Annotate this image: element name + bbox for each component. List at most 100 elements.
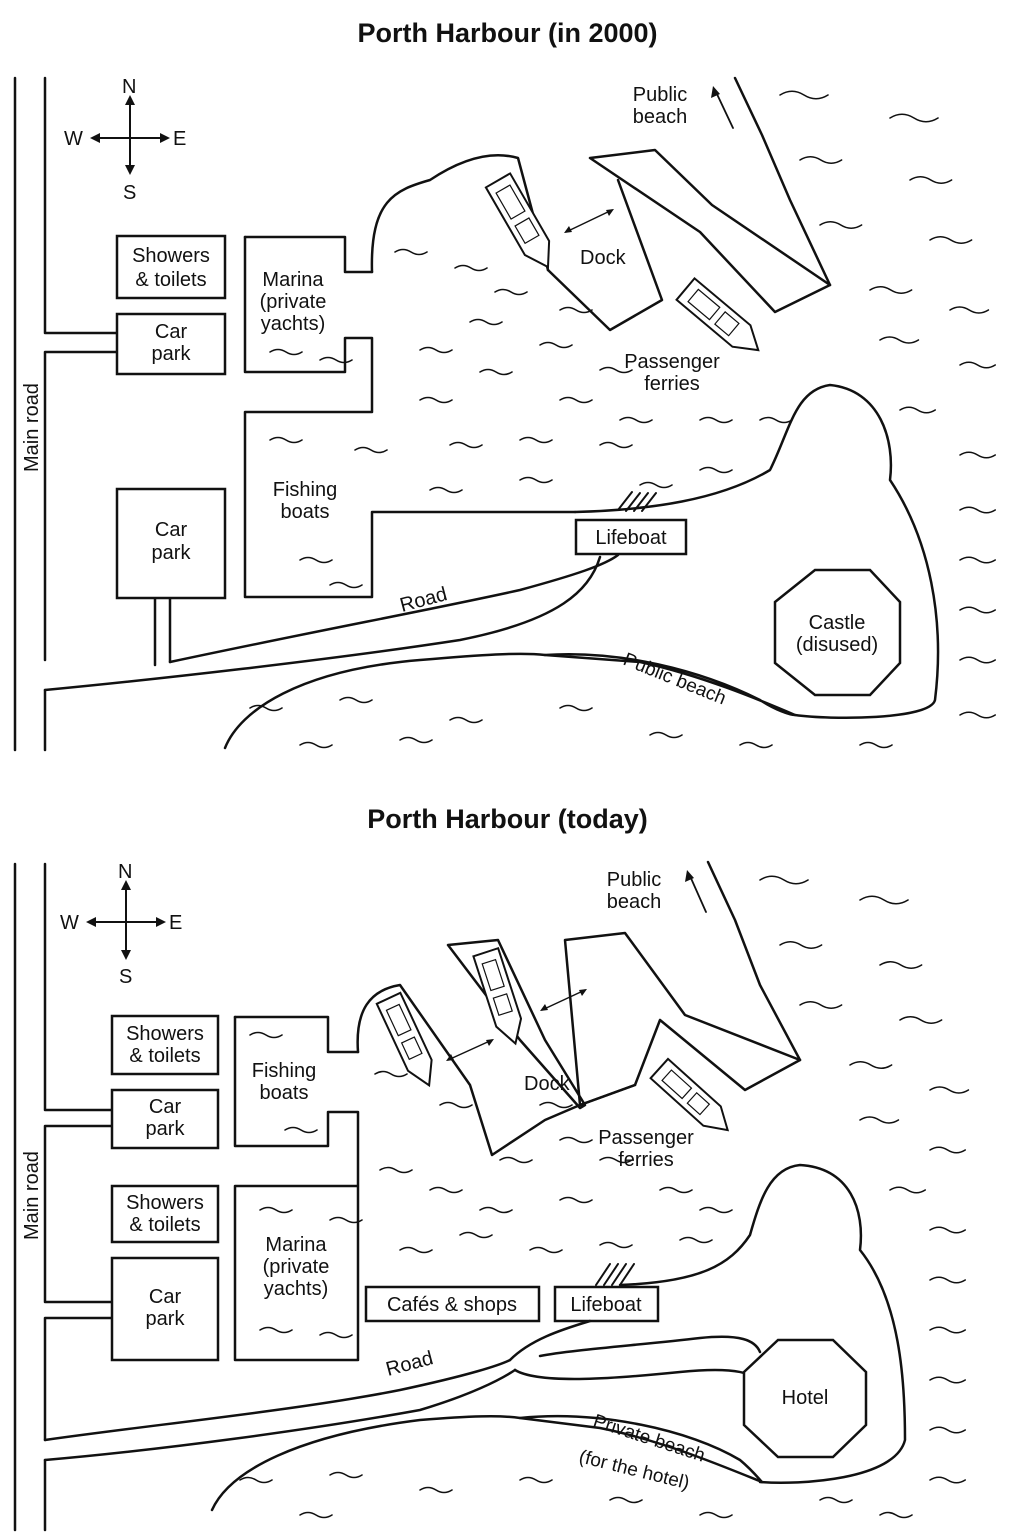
compass-east: E [173,128,186,150]
wave-mark [889,1186,926,1194]
wave-mark [779,940,823,950]
marina-label-2: (private [260,291,327,313]
wave-mark [429,486,463,494]
car-park-top-label-2: park [146,1118,186,1140]
road-label: Road [398,583,450,617]
car-park-access [153,596,172,667]
map-2000: Main road N S E W Showers & toilets Car … [13,76,996,752]
wave-mark [959,451,996,459]
showers-toilets-bottom [110,1184,220,1244]
marina-north [243,235,374,274]
wave-mark [759,875,809,885]
main-road-label: Main road [21,383,43,472]
car-park-top-label-1: Car [155,321,188,343]
showers-bottom-label-2: & toilets [129,1214,200,1236]
castle-label-1: Castle [809,612,866,634]
wave-mark [249,704,283,712]
marina-label-1: Marina [262,269,324,291]
wave-mark [319,356,353,364]
hotel-building [742,1338,868,1459]
wave-mark [929,1476,966,1484]
wave-mark [739,741,773,749]
wave-mark [609,1496,643,1504]
wave-mark [959,556,996,564]
wave-mark [239,1476,273,1484]
wave-mark [269,436,303,444]
public-beach-north-label-2: beach [607,891,662,913]
wave-mark [419,1486,453,1494]
hotel-label: Hotel [782,1387,829,1409]
ferry-boat-2 [472,946,523,1046]
wave-mark [469,318,503,326]
marina-fishing-enclosure [243,235,577,599]
wave-mark [599,366,633,374]
dock-label: Dock [524,1073,571,1095]
wave-mark [899,406,936,414]
main-road: Main road [13,862,114,1532]
wave-mark [449,441,483,449]
compass-north: N [122,76,136,98]
wave-mark [479,1206,513,1214]
dock-east [563,931,802,1107]
lifeboat-label: Lifeboat [570,1294,642,1316]
compass-east: E [169,912,182,934]
castle-building [773,568,902,697]
wave-mark [879,1511,913,1519]
headland-coast [618,1163,907,1484]
road-north-edge [168,553,620,664]
wave-mark [559,1196,593,1204]
wave-mark [519,1476,553,1484]
headland-coast [573,383,940,720]
public-beach-north-label-1: Public [607,869,661,891]
wave-mark [699,1511,733,1519]
wave-mark [299,1511,333,1519]
car-park-bottom-label-2: park [152,542,192,564]
wave-mark [879,960,923,970]
sea-waves [239,875,970,1519]
wave-mark [819,220,863,230]
castle-label-2: (disused) [796,634,878,656]
wave-mark [929,1276,966,1284]
fishing-marina-enclosure [233,1015,360,1362]
wave-mark [519,476,553,484]
wave-mark [929,1326,966,1334]
wave-mark [419,396,453,404]
wave-mark [659,1186,693,1194]
compass-south: S [119,966,132,988]
fishing-north [233,1015,360,1054]
map-title-today: Porth Harbour (today) [367,804,648,834]
showers-label-1: Showers [132,245,210,267]
fishing-label-1: Fishing [273,479,337,501]
ferry-boat-1 [375,991,433,1088]
wave-mark [639,481,673,489]
wave-mark [529,1246,563,1254]
fishing-label-2: boats [260,1082,309,1104]
south-coastline [223,652,547,750]
north-coastline [733,76,832,287]
wave-mark [929,1376,966,1384]
wave-mark [559,704,593,712]
main-road-label: Main road [21,1151,43,1240]
wave-mark [259,1206,293,1214]
compass-west: W [64,128,83,150]
road-south-edge [43,555,602,692]
compass-south: S [123,182,136,204]
wave-mark [699,1206,733,1214]
map-title-2000: Porth Harbour (in 2000) [357,18,658,48]
marina-label-3: yachts) [261,313,325,335]
wave-mark [929,1226,966,1234]
dock-east [588,148,832,314]
wave-mark [319,1331,353,1339]
wave-mark [599,441,633,449]
wave-mark [949,306,990,314]
sea-waves [249,90,996,749]
wave-mark [959,361,996,369]
wave-mark [779,90,829,100]
wave-mark [959,506,996,514]
wave-mark [429,1186,463,1194]
marina-label-3: yachts) [264,1278,328,1300]
public-beach-arrow [715,91,734,129]
wave-mark [249,1031,283,1039]
wave-mark [909,175,953,185]
fishing-label-1: Fishing [252,1060,316,1082]
